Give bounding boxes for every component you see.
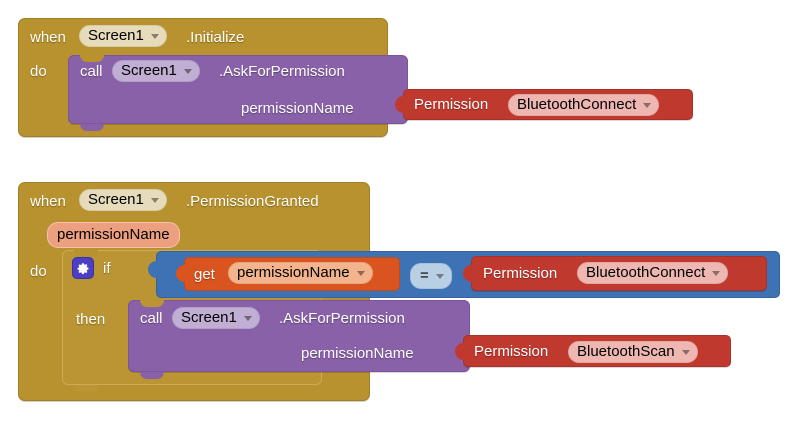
method-name-label-2: .AskForPermission — [279, 310, 405, 327]
value-plug-2 — [463, 265, 472, 282]
arg-label-permissionname-2: permissionName — [301, 345, 414, 362]
permission-value-label: BluetoothConnect — [517, 96, 637, 113]
variable-name-label: permissionName — [237, 264, 350, 281]
call-label-1: call — [80, 63, 103, 80]
chevron-down-icon — [712, 271, 721, 276]
call-component-dropdown-1[interactable]: Screen1 — [112, 60, 200, 82]
event-parameter-badge-permissionname[interactable]: permissionName — [47, 222, 180, 248]
variable-name-dropdown[interactable]: permissionName — [228, 262, 373, 284]
value-plug-if-condition — [148, 261, 157, 278]
permission-value-label-3: BluetoothScan — [577, 343, 675, 360]
statement-notch-top-1 — [80, 55, 104, 62]
method-name-label-1: .AskForPermission — [219, 63, 345, 80]
call-label-2: call — [140, 310, 163, 327]
arg-label-permissionname-1: permissionName — [241, 100, 354, 117]
helper-label-permission-3: Permission — [474, 343, 549, 360]
value-plug-1 — [395, 96, 404, 113]
statement-notch-bottom-1 — [80, 124, 104, 131]
chevron-down-icon — [643, 103, 652, 108]
comparison-operator-label: = — [420, 267, 429, 284]
component-dropdown-screen1-2[interactable]: Screen1 — [79, 189, 167, 211]
permission-value-dropdown-1[interactable]: BluetoothConnect — [508, 94, 660, 116]
then-label: then — [76, 311, 106, 328]
get-label: get — [194, 266, 215, 283]
comparison-operator-dropdown[interactable]: = — [410, 263, 452, 289]
component-dropdown-label-2: Screen1 — [88, 191, 144, 208]
chevron-down-icon — [435, 274, 444, 279]
helper-label-permission-1: Permission — [414, 96, 489, 113]
if-label: if — [103, 260, 111, 277]
value-plug-3 — [455, 343, 464, 360]
when-label: when — [30, 29, 66, 46]
do-label-2: do — [30, 263, 47, 280]
statement-notch-bottom-if — [74, 385, 98, 392]
chevron-down-icon — [356, 271, 365, 276]
call-component-dropdown-2[interactable]: Screen1 — [172, 307, 260, 329]
permission-value-dropdown-3[interactable]: BluetoothScan — [568, 341, 698, 363]
gear-icon[interactable] — [72, 257, 94, 279]
chevron-down-icon — [183, 69, 192, 74]
helper-label-permission-2: Permission — [483, 265, 558, 282]
value-plug-get — [176, 265, 185, 282]
component-dropdown-label: Screen1 — [88, 27, 144, 44]
event-name-label-2: .PermissionGranted — [186, 193, 319, 210]
permission-value-dropdown-2[interactable]: BluetoothConnect — [577, 262, 729, 284]
chevron-down-icon — [243, 316, 252, 321]
component-dropdown-screen1[interactable]: Screen1 — [79, 25, 167, 47]
event-name-label: .Initialize — [186, 29, 245, 46]
do-label: do — [30, 63, 47, 80]
statement-notch-top-2 — [140, 300, 164, 307]
chevron-down-icon — [150, 198, 159, 203]
permission-value-label-2: BluetoothConnect — [586, 264, 706, 281]
chevron-down-icon — [681, 350, 690, 355]
statement-notch-bottom-2 — [140, 372, 164, 379]
call-component-label-2: Screen1 — [181, 309, 237, 326]
call-component-label: Screen1 — [121, 62, 177, 79]
chevron-down-icon — [150, 34, 159, 39]
when-label-2: when — [30, 193, 66, 210]
statement-notch-top-if — [74, 250, 98, 257]
